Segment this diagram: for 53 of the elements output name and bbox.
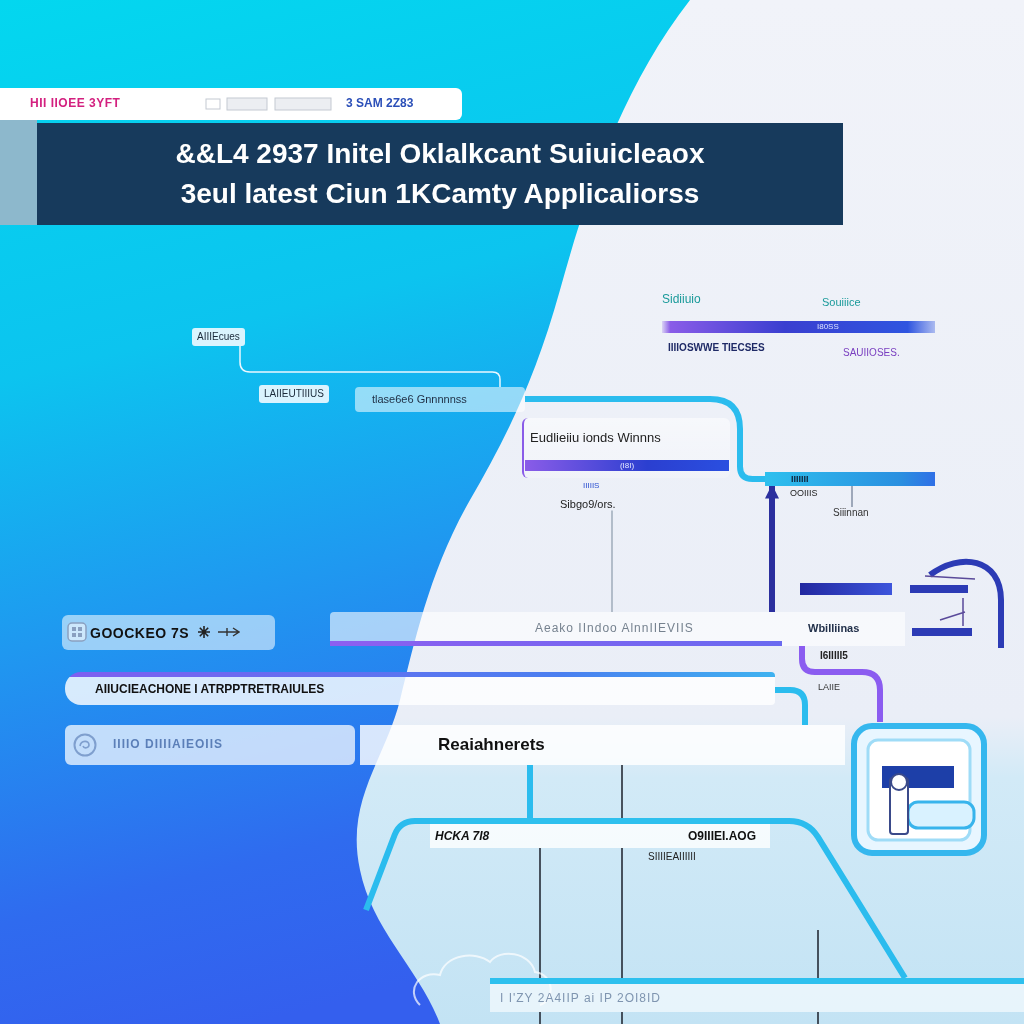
leader-line xyxy=(611,510,613,613)
annotation-text: I6IIIII5 xyxy=(820,650,848,662)
row-band xyxy=(330,612,905,646)
tag-box xyxy=(192,328,245,346)
annotation-text: IIIIIS xyxy=(583,481,600,491)
annotation-text: Sidiiuio xyxy=(662,293,701,307)
panel-text: tlase6e6 Gnnnnnss xyxy=(372,393,467,406)
row-text: HCKA 7I8 xyxy=(435,830,490,844)
row-text: Aeako IIndoo AlnnIIEVIIS xyxy=(535,622,694,636)
connector-line xyxy=(525,396,765,482)
annotation-text: Souiiice xyxy=(822,296,861,309)
connector-line xyxy=(770,818,908,980)
row-text: AIIUCIEACHONE I ATRPPTRETRAIULES xyxy=(95,683,325,697)
label-bar xyxy=(662,321,935,333)
panel-text: IIIIO DIIIIAIEOIIS xyxy=(113,738,223,752)
annotation-text: SAUIIOSES. xyxy=(843,347,900,359)
row-text: I I'ZY 2A4IIP ai IP 2OI8ID xyxy=(500,992,662,1006)
label-panel xyxy=(522,418,730,478)
label-panel xyxy=(62,615,275,650)
header-date-text: 3 SAM 2Z83 xyxy=(346,97,414,111)
header-tag-text: HII IIOEE 3YFT xyxy=(30,97,121,111)
leader-line xyxy=(851,485,853,508)
annotation-text: Sibgo9/ors. xyxy=(560,498,616,511)
annotation-text: OOIIIS xyxy=(790,488,818,499)
panel-text: GOOCKEO 7S xyxy=(90,625,190,642)
label-bar xyxy=(765,472,935,486)
row-heading: Reaiahnerets xyxy=(438,735,545,755)
row-band xyxy=(490,978,1024,1012)
row-band xyxy=(65,672,775,705)
row-text: Wbilliinas xyxy=(808,622,860,635)
bar-label: IIIIIII xyxy=(791,473,809,485)
connector-line xyxy=(363,818,430,912)
bar-label: I80SS xyxy=(817,322,839,332)
connector-line xyxy=(239,345,501,388)
connector-line xyxy=(527,765,533,818)
row-text: O9IIIEI.AOG xyxy=(688,830,756,844)
tag-box xyxy=(259,385,329,403)
faucet-icon xyxy=(850,722,988,857)
label-panel xyxy=(65,725,355,765)
row-band xyxy=(430,818,770,848)
row-band xyxy=(360,725,845,765)
annotation-text: SIIIIEAIIIIII xyxy=(648,851,696,863)
title: &&L4 2937 Initel Oklalkcant Suiuicleaox 3eul latest Ciun 1KCamty Applicaliorss xyxy=(174,137,706,211)
annotation-text: Siiinnan xyxy=(833,507,869,519)
tag-text: LAIIEUTIIIUS xyxy=(264,388,324,400)
panel-text: Eudlieiiu ionds Winnns xyxy=(530,431,661,446)
header-strip xyxy=(0,88,462,120)
arrow xyxy=(765,484,779,612)
label-bar: (I8I) xyxy=(525,460,729,471)
tag-text: AIIIEcues xyxy=(197,331,240,343)
label-panel xyxy=(355,387,525,412)
annotation-text: IIIIOSWWE TIECSES xyxy=(668,342,765,354)
annotation-text: LAIIE xyxy=(818,682,840,693)
